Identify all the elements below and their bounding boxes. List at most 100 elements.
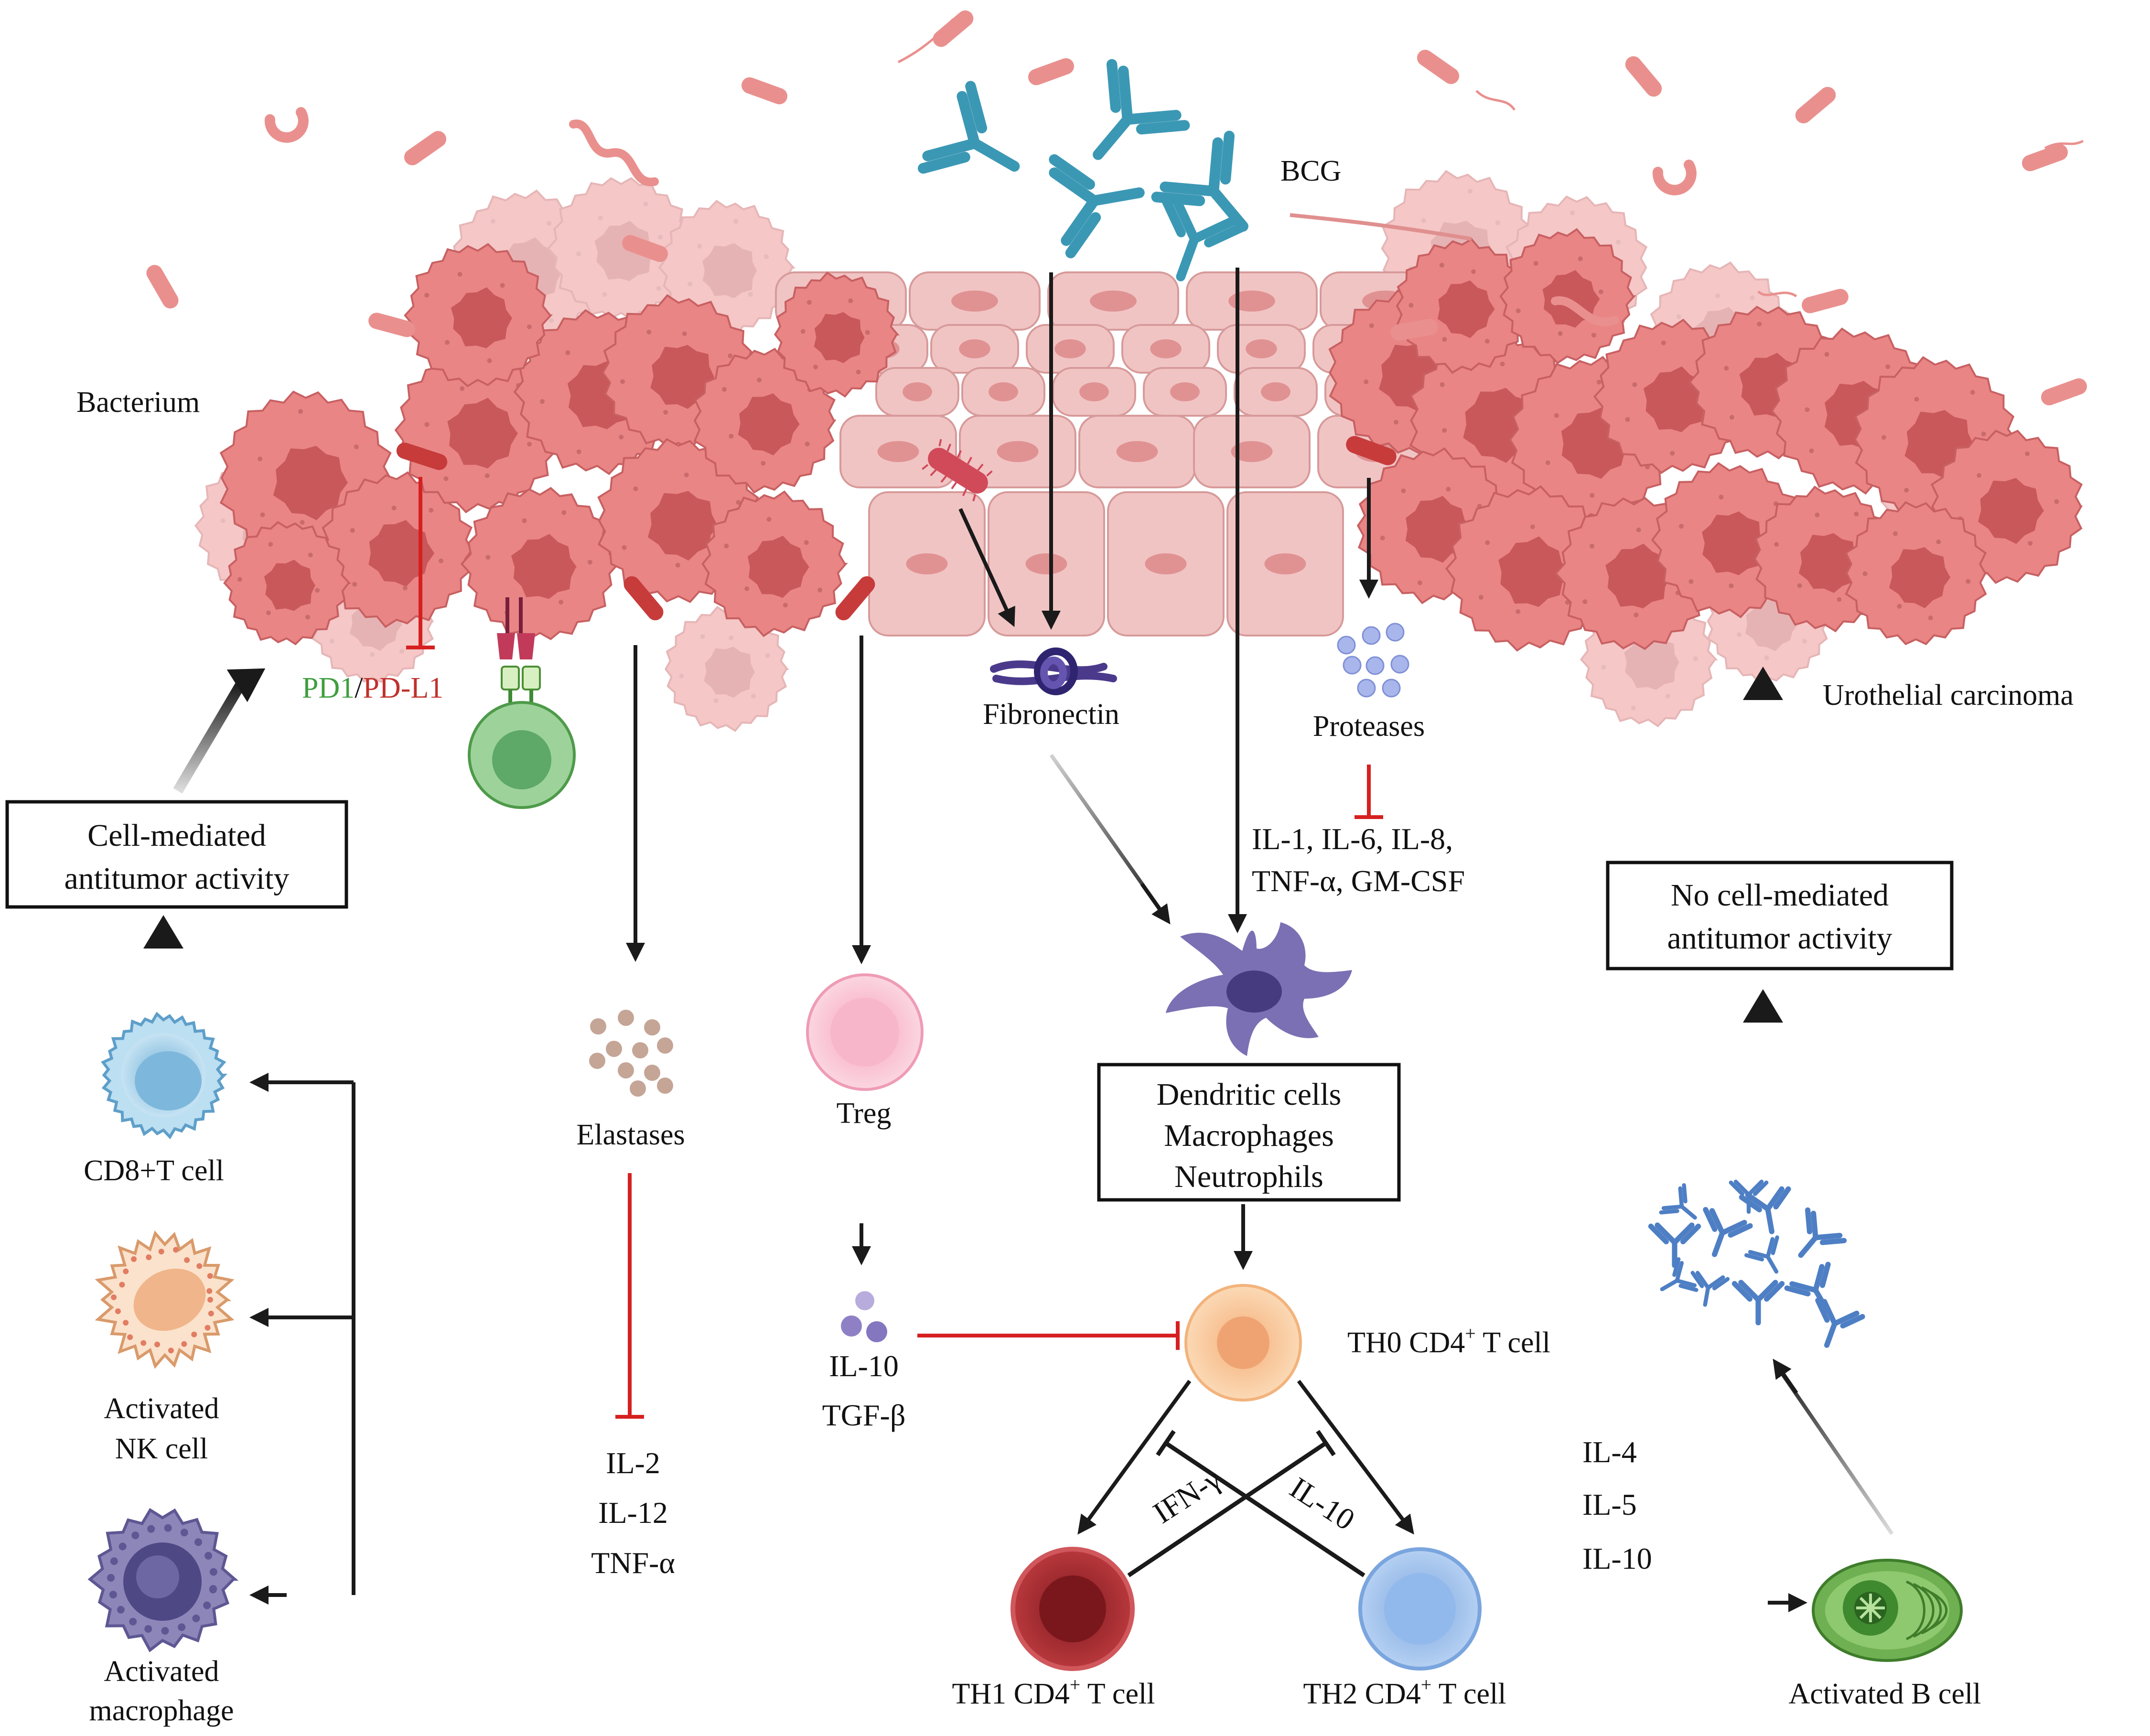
arrow	[1775, 1365, 1894, 1535]
il2-label: IL-2	[606, 1446, 660, 1480]
antibody-icon	[1731, 1280, 1785, 1326]
superscript-plus: +	[1421, 1674, 1432, 1695]
fibronectin-label: Fibronectin	[983, 698, 1119, 731]
elastase-dot-icon	[657, 1078, 673, 1094]
antibody-icon	[1744, 1235, 1779, 1274]
urothelial-carcinoma-label: Urothelial carcinoma	[1823, 679, 2074, 712]
tumor-cell-icon	[547, 177, 696, 321]
th2-label: TH2 CD4+ T cell	[1303, 1674, 1506, 1710]
tumor-cell-icon	[701, 490, 848, 637]
no-cell-mediated-box: No cell-mediated antitumor activity	[1606, 861, 1954, 970]
arrow	[1743, 989, 1783, 1023]
arrow	[1140, 883, 1171, 925]
bacterium-icon	[1802, 289, 1849, 313]
th2-text: TH2 CD4	[1303, 1678, 1421, 1710]
inhibition-bar	[1316, 1430, 1336, 1456]
antibody-icon	[918, 81, 1020, 174]
il4-label: IL-4	[1582, 1435, 1637, 1469]
th1-cell-icon	[1010, 1547, 1135, 1671]
arrow	[1077, 1380, 1192, 1535]
box-line: Cell-mediated	[87, 818, 266, 853]
tumor-cell-icon	[320, 471, 474, 628]
cd8-t-cell-icon	[101, 1012, 227, 1140]
tumor-cell-icon	[404, 243, 553, 388]
th2-cell-icon	[1358, 1547, 1482, 1671]
bcg-label: BCG	[1280, 155, 1341, 187]
nk-label-line1: Activated	[104, 1392, 219, 1425]
box-line: Dendritic cells	[1157, 1077, 1342, 1112]
protease-dot-icon	[1365, 656, 1385, 675]
elastase-dot-icon	[618, 1062, 634, 1078]
macrophage-icon	[87, 1508, 239, 1652]
bacterium-icon	[396, 442, 448, 470]
bacterium-icon	[622, 235, 668, 262]
bacterium-label: Bacterium	[76, 386, 200, 419]
elastase-cluster	[589, 1010, 673, 1097]
th0-cell-icon	[1184, 1284, 1302, 1402]
arrow	[958, 508, 1015, 627]
tumor-cell-icon	[460, 487, 620, 640]
protease-dot-icon	[1386, 623, 1405, 642]
protease-dot-icon	[1382, 679, 1401, 698]
il10-treg-label: IL-10	[829, 1349, 899, 1383]
bacterium-icon	[1625, 56, 1662, 97]
tumor-cell-icon	[1396, 238, 1529, 374]
elastase-dot-icon	[657, 1037, 673, 1054]
inhibition-line	[1127, 1441, 1327, 1577]
antibody-icon	[1093, 59, 1190, 160]
superscript-plus: +	[1070, 1674, 1081, 1695]
arrow	[143, 915, 183, 949]
dendritic-cell-icon	[1166, 922, 1352, 1056]
inhibition-bar	[1156, 1430, 1176, 1456]
bacterium-icon	[835, 576, 875, 621]
antibody-icon	[1049, 154, 1145, 259]
bacterium-icon	[1417, 50, 1460, 84]
cell-mediated-box: Cell-mediated antitumor activity	[5, 800, 348, 909]
il10-b-label: IL-10	[1582, 1542, 1652, 1575]
th0-label: TH0 CD4+ T cell	[1347, 1323, 1550, 1359]
arrow	[1773, 1359, 1798, 1394]
arrows	[249, 268, 1894, 1612]
th1-th2-cross-inhibition	[1127, 1430, 1365, 1577]
il10-tgf-cluster	[841, 1291, 887, 1342]
protease-dot-icon	[1390, 655, 1409, 674]
bacterium-icon	[2021, 144, 2068, 172]
il-group-line1: IL-1, IL-6, IL-8,	[1252, 822, 1453, 856]
labels: BCG Bacterium Urothelial carcinoma PD1/P…	[76, 155, 2074, 1727]
bacteria-cluster	[146, 10, 2087, 406]
innate-cells-box: Dendritic cells Macrophages Neutrophils	[1097, 1063, 1401, 1202]
th0-text: TH0 CD4	[1347, 1326, 1465, 1359]
bacterium-icon	[922, 439, 993, 502]
slash-text: /	[355, 672, 363, 704]
pd1-pdl1-complex	[468, 597, 576, 809]
bacterium-icon	[368, 313, 415, 337]
inhibitions	[406, 477, 1383, 1419]
bacterium-icon	[1028, 58, 1075, 86]
bacterium-icon	[933, 10, 974, 47]
bacterium-icon	[741, 77, 788, 105]
intracellular-bacterium	[396, 436, 1397, 621]
arrow	[226, 668, 266, 702]
th1-text: TH1 CD4	[952, 1678, 1070, 1710]
il10-cross-label: IL-10	[1284, 1470, 1361, 1537]
protease-dot-icon	[1362, 626, 1381, 645]
protease-dot-icon	[1337, 636, 1356, 655]
protease-cluster	[1337, 623, 1409, 698]
pdl1-text: PD-L1	[363, 672, 444, 704]
tumor-cell-icon	[774, 271, 900, 398]
bcg-antibodies	[918, 59, 1248, 281]
activated-b-cell-label: Activated B cell	[1789, 1678, 1981, 1710]
antibody-icon	[1659, 1183, 1697, 1220]
box-line: Macrophages	[1164, 1118, 1334, 1153]
fibronectin-icon	[990, 647, 1117, 695]
elastase-dot-icon	[618, 1010, 634, 1026]
antibody-icon	[1798, 1207, 1847, 1258]
superscript-plus: +	[1465, 1323, 1476, 1344]
box-line: No cell-mediated	[1671, 878, 1889, 913]
box-line: Neutrophils	[1174, 1159, 1323, 1194]
tumor-cell-icon	[1499, 228, 1636, 365]
macrophage-label-line2: macrophage	[89, 1694, 234, 1727]
box-line: antitumor activity	[1667, 921, 1892, 956]
